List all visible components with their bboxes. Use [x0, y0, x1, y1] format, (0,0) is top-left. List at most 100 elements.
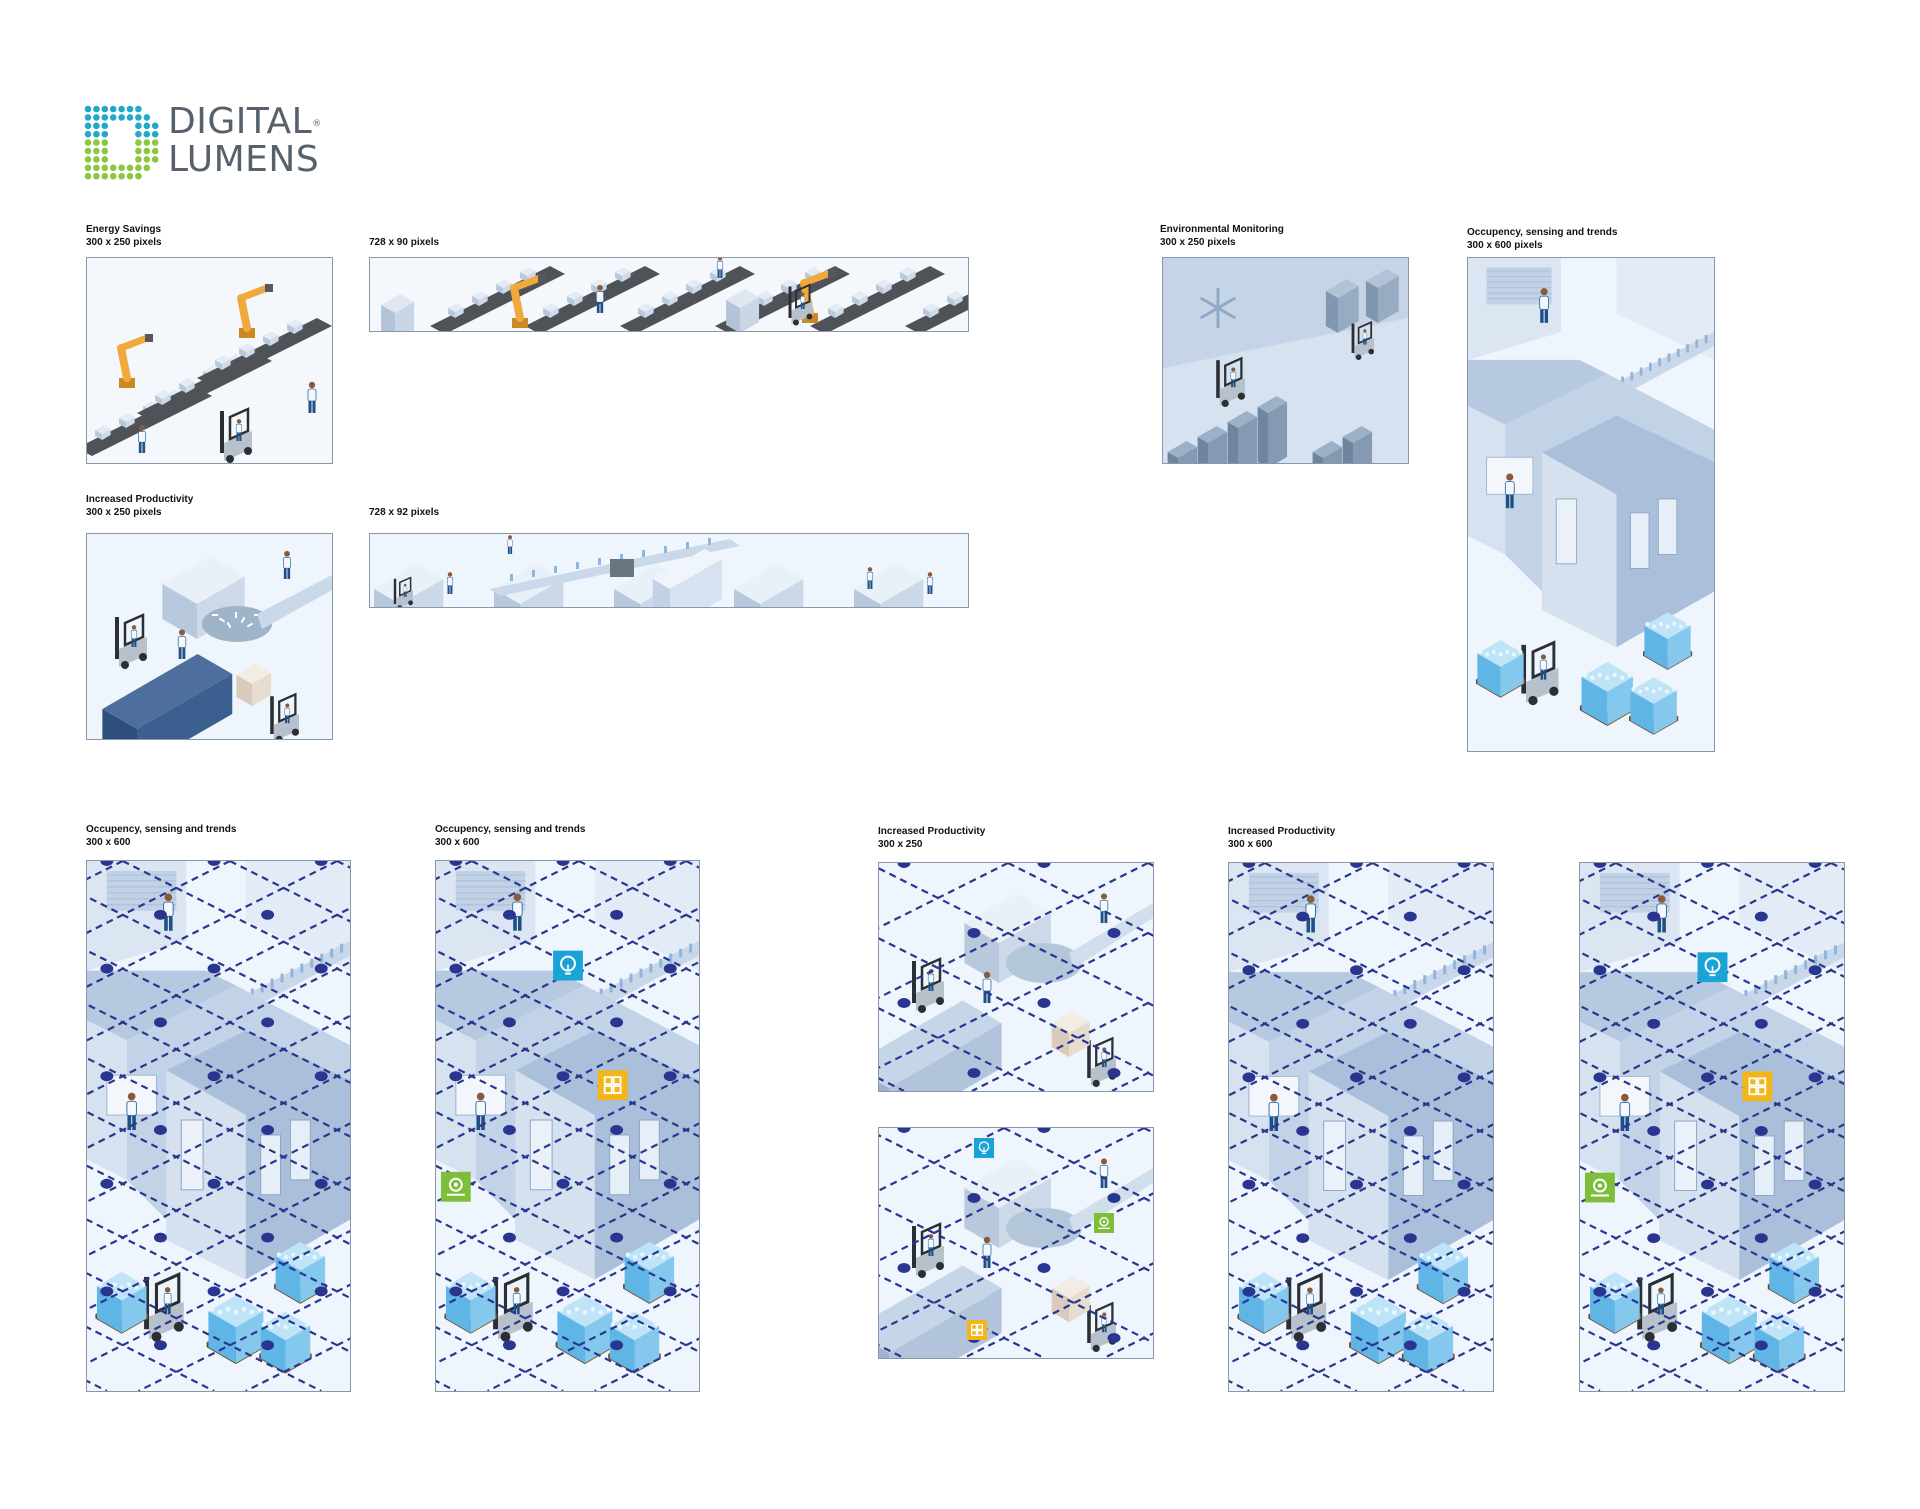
sensor-node [610, 1232, 624, 1243]
banner-energy-savings [86, 257, 333, 464]
office-roof [1468, 359, 1608, 425]
banner-size: 300 x 250 pixels [1160, 237, 1236, 248]
bottle [1774, 975, 1778, 985]
sensor-node [100, 963, 114, 974]
bottle [1423, 975, 1427, 985]
rack-unit [1325, 279, 1359, 333]
sensor-node [1242, 1179, 1256, 1190]
scene-illustration [879, 863, 1153, 1091]
bottle [1754, 985, 1758, 995]
worker-figure [596, 284, 604, 313]
sensor-node [1403, 1126, 1417, 1136]
sensor-node [261, 1340, 275, 1351]
lightbulb-icon [1697, 952, 1728, 983]
office-window [609, 1134, 631, 1196]
sensor-node [663, 861, 677, 866]
banner-increased-productivity-wide [369, 533, 969, 608]
banner-size: 728 x 90 pixels [369, 237, 440, 248]
banner-productivity-tall-network-icons [1579, 862, 1845, 1392]
sensor-node [449, 963, 463, 974]
bottle [1784, 970, 1788, 980]
rack-unit [1312, 441, 1343, 463]
logo-dot [101, 147, 109, 155]
sensor-icon [440, 1171, 471, 1202]
rack-unit [1227, 411, 1258, 463]
sensor-node [1593, 1072, 1607, 1083]
worker-figure [163, 1287, 172, 1315]
logo-dot [151, 147, 159, 155]
conveyor-belt [810, 266, 945, 331]
back-wall-right [245, 861, 350, 971]
scene-illustration [436, 861, 699, 1391]
bottle [619, 978, 623, 988]
bottle [260, 983, 264, 993]
sensor-node [663, 1286, 677, 1297]
sensor-node [449, 1286, 463, 1297]
sensor-node [1647, 1126, 1661, 1136]
sensor-node [1296, 1340, 1310, 1351]
bottle [1667, 353, 1671, 362]
sensor-node [1808, 1286, 1822, 1297]
machine-bowl [1006, 943, 1082, 983]
worker-figure [446, 572, 454, 594]
forklift [1286, 1272, 1327, 1342]
banner-environmental-monitoring [1162, 257, 1409, 464]
logo-dot [93, 122, 100, 130]
logo-dot [126, 114, 134, 121]
sensor-node [1647, 1233, 1661, 1244]
worker-figure [926, 572, 934, 594]
bottle [1621, 376, 1624, 385]
back-wall-right [1388, 863, 1493, 973]
logo-dot [143, 139, 151, 146]
banner-title: Increased Productivity [86, 494, 194, 505]
bottle [290, 968, 294, 978]
sensor-node [1037, 998, 1051, 1008]
bottle-piece [254, 614, 260, 616]
sensor-node [1296, 1018, 1310, 1029]
bottle-piece [218, 617, 226, 623]
sensor-icon [1584, 1172, 1615, 1203]
scene-illustration [879, 1128, 1153, 1358]
sensor-node [897, 998, 911, 1008]
scene-illustration [370, 258, 968, 331]
bottle [620, 554, 623, 561]
sensor-node [502, 909, 516, 920]
sensor-node [1647, 911, 1661, 922]
machine-block [854, 564, 924, 607]
logo-dot [84, 147, 92, 155]
forklift [1351, 320, 1374, 360]
logo-dot [151, 139, 159, 146]
bottle [320, 953, 324, 963]
worker-figure [1362, 329, 1368, 345]
sensor-node [1350, 1179, 1363, 1190]
cart [610, 559, 634, 577]
sensor-node [261, 909, 275, 920]
logo-dot [126, 164, 134, 172]
sensor-node [556, 1286, 570, 1297]
sensor-node [1457, 863, 1471, 868]
sensor-node [153, 1232, 167, 1243]
banner-occupency-network-icons [435, 860, 700, 1392]
brand-logo: DIGITAL® LUMENS [82, 103, 342, 183]
logo-dot [151, 156, 159, 163]
rack-unit [1365, 269, 1399, 323]
sensor-node [502, 1017, 516, 1028]
sensor-node [1754, 1340, 1768, 1351]
bottle [598, 558, 601, 565]
conveyor-belt [905, 291, 968, 331]
sensor-node [897, 1128, 911, 1133]
sensor-node [1457, 1179, 1471, 1190]
banner-title: Increased Productivity [1228, 826, 1336, 837]
forklift [144, 1272, 184, 1342]
crate [236, 664, 272, 706]
package-box [239, 343, 255, 358]
office-door [180, 1119, 204, 1191]
sensor-node [1808, 1179, 1822, 1190]
sensor-node [1403, 1018, 1417, 1029]
banner-title: Increased Productivity [878, 826, 986, 837]
back-wall-right [1739, 863, 1844, 973]
sensor-node [1593, 863, 1607, 868]
sensor-node [1403, 911, 1417, 922]
bottle [1658, 358, 1662, 367]
logo-dot [143, 130, 151, 138]
